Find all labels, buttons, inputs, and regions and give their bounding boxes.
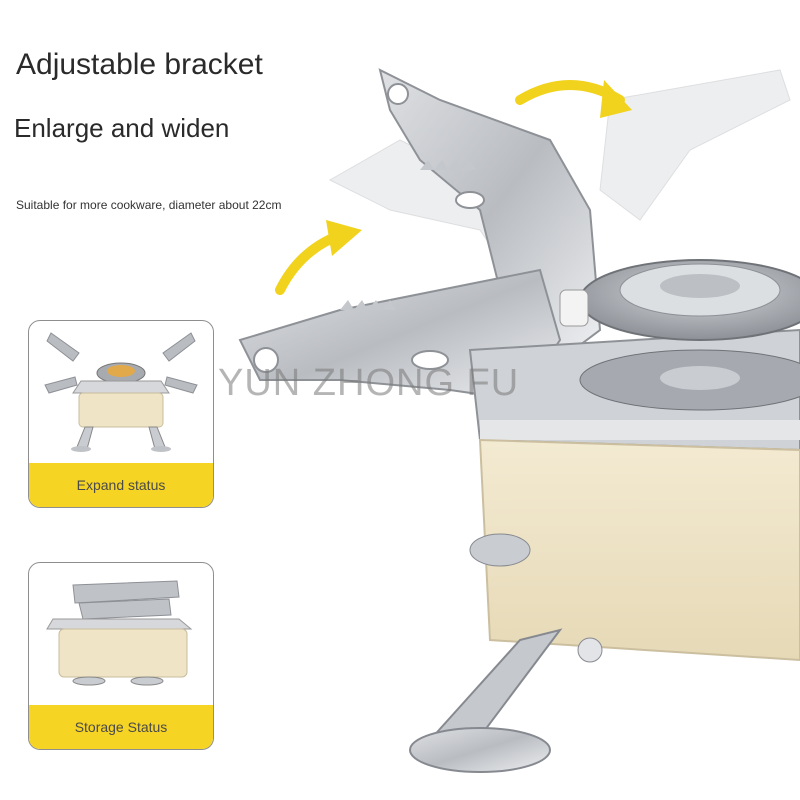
feature-subtitle: Enlarge and widen [14,113,230,143]
expand-status-card: Expand status [28,320,214,508]
expand-status-label: Expand status [29,463,213,507]
stove-hero-image [238,68,800,773]
feature-note: Suitable for more cookware, diameter abo… [16,198,282,212]
storage-status-label: Storage Status [29,705,213,749]
page-title: Adjustable bracket [16,48,263,81]
expanded-stove-image [44,332,198,452]
watermark-text: YUN ZHONG FU [218,362,520,404]
storage-status-card: Storage Status [28,562,214,750]
folded-stove-image [46,580,193,686]
